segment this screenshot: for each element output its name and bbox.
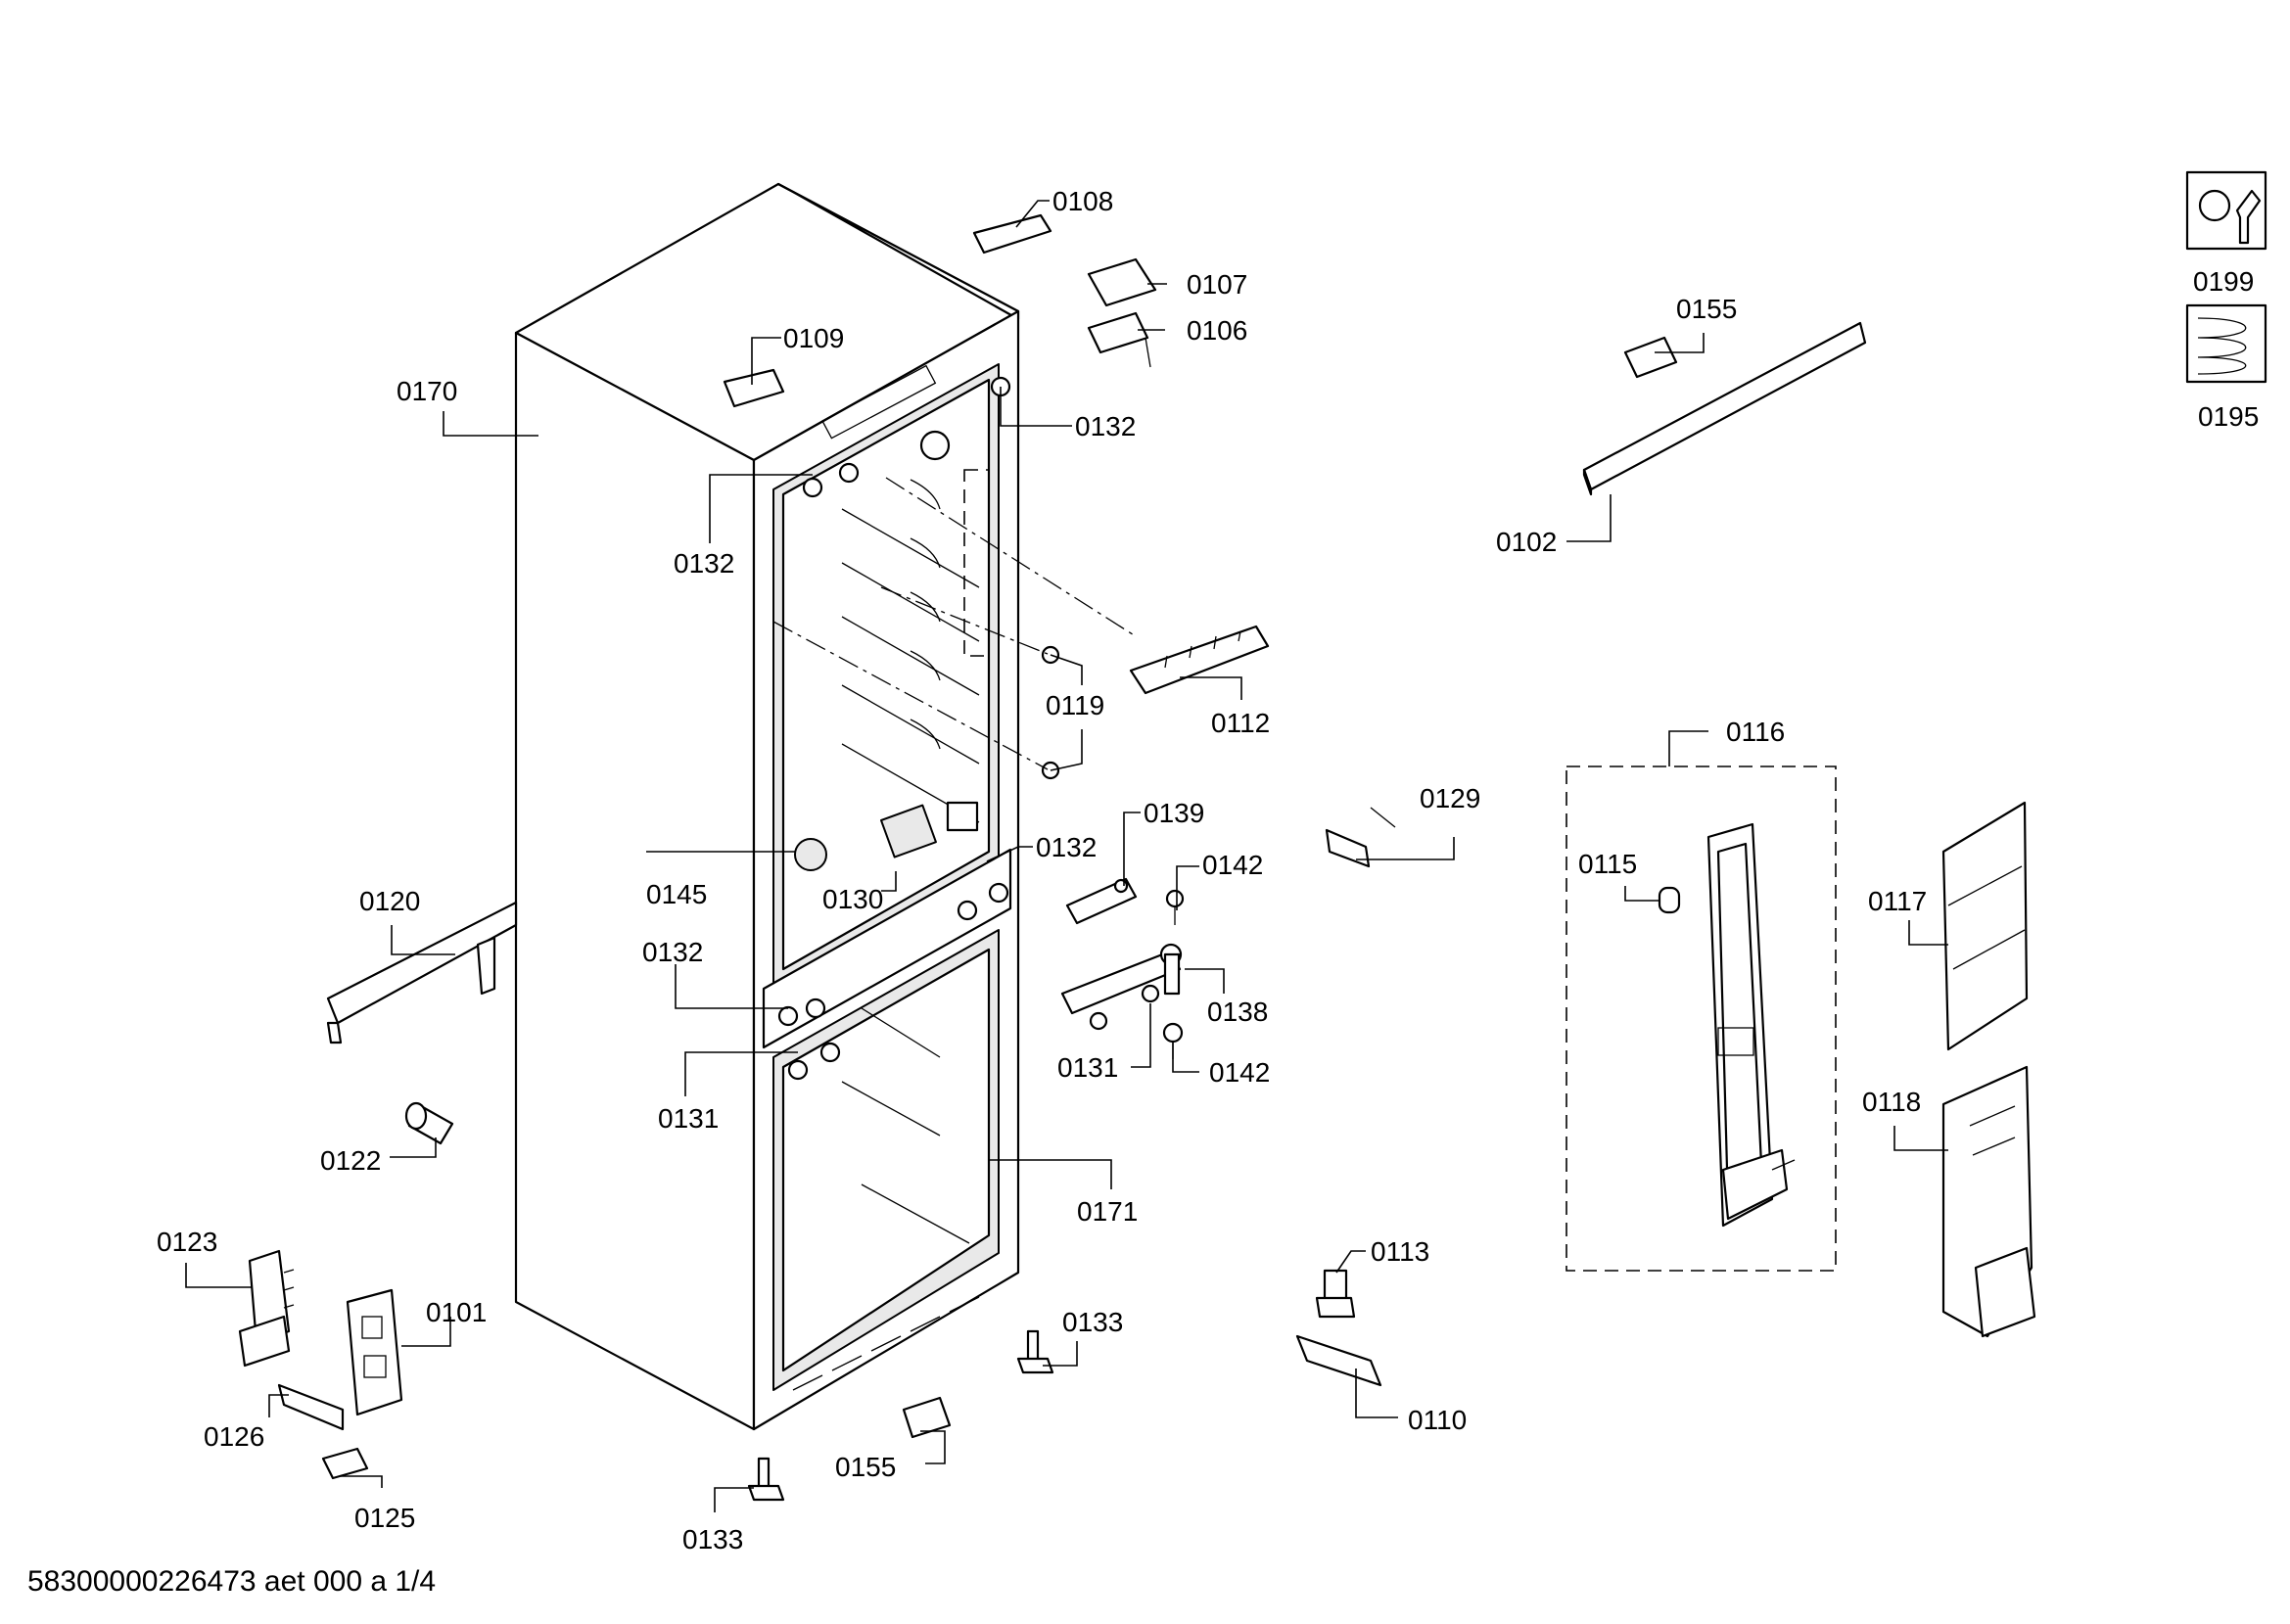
label-0129: 0129 — [1420, 783, 1480, 813]
label-0113: 0113 — [1371, 1236, 1429, 1267]
drawing-reference-footer: 58300000226473 aet 000 a 1/4 — [27, 1565, 436, 1598]
tools-icon — [2185, 170, 2267, 251]
label-0106: 0106 — [1187, 315, 1247, 346]
part-0155-top — [1623, 336, 1678, 379]
leader-lines — [185, 200, 1948, 1512]
label-0115: 0115 — [1578, 849, 1637, 879]
label-0112: 0112 — [1211, 708, 1270, 738]
label-0118: 0118 — [1862, 1087, 1921, 1117]
label-0108: 0108 — [1052, 186, 1113, 216]
part-0133-lower — [747, 1457, 785, 1502]
part-0123 — [238, 1249, 295, 1368]
part-0120 — [326, 901, 518, 1044]
label-0145: 0145 — [646, 879, 707, 909]
label-0107: 0107 — [1187, 269, 1247, 300]
part-0108 — [972, 213, 1052, 255]
refrigerator-cabinet — [514, 182, 1020, 1431]
label-0130: 0130 — [822, 884, 883, 914]
cooling-coil-icon — [2185, 303, 2267, 384]
part-0107 — [1087, 257, 1157, 307]
part-0129 — [1325, 807, 1396, 868]
part-0113 — [1315, 1269, 1356, 1319]
part-0125 — [321, 1447, 369, 1480]
label-0155-top: 0155 — [1676, 294, 1737, 324]
label-0116: 0116 — [1726, 717, 1785, 747]
part-0117 — [1941, 801, 2029, 1051]
label-0132-mid-left: 0132 — [642, 937, 703, 967]
part-0109 — [723, 368, 785, 408]
label-0132-mid-right: 0132 — [1036, 832, 1097, 862]
part-0110 — [1295, 1334, 1382, 1387]
label-0138: 0138 — [1207, 997, 1268, 1027]
label-0139: 0139 — [1144, 798, 1204, 828]
label-0142-upper: 0142 — [1202, 850, 1263, 880]
label-0131-left: 0131 — [658, 1103, 719, 1134]
label-0132-left-upper: 0132 — [674, 548, 734, 579]
label-0131-right: 0131 — [1057, 1052, 1118, 1083]
part-0155-bottom — [902, 1396, 952, 1439]
label-0171: 0171 — [1077, 1196, 1138, 1227]
part-0126 — [277, 1383, 345, 1431]
part-0131-right — [1089, 984, 1160, 1031]
label-0123: 0123 — [157, 1227, 217, 1257]
label-0102: 0102 — [1496, 527, 1557, 557]
label-0133-upper: 0133 — [1062, 1307, 1123, 1337]
label-0126: 0126 — [204, 1421, 264, 1452]
label-0125: 0125 — [354, 1503, 415, 1533]
part-0102 — [1582, 321, 1867, 496]
label-0119: 0119 — [1046, 690, 1104, 720]
part-0122 — [404, 1101, 454, 1145]
part-0106 — [1087, 311, 1151, 368]
label-0195: 0195 — [2198, 401, 2259, 432]
label-0120: 0120 — [359, 886, 420, 916]
part-0118 — [1941, 1065, 2036, 1338]
part-0101 — [346, 1288, 403, 1416]
part-0138 — [1060, 943, 1183, 1015]
part-0142-upper — [1165, 889, 1185, 925]
label-0133-lower: 0133 — [682, 1524, 743, 1554]
label-0117: 0117 — [1868, 886, 1927, 916]
part-0133-upper — [1016, 1329, 1054, 1374]
label-0101: 0101 — [426, 1297, 487, 1327]
part-0139 — [1065, 877, 1138, 925]
part-labels: 0108 0107 0106 0109 0170 0132 0132 0119 … — [27, 186, 2259, 1598]
part-0115 — [1658, 886, 1681, 914]
label-0170: 0170 — [397, 376, 457, 406]
label-0109: 0109 — [783, 323, 844, 353]
assembly-lines — [772, 477, 1137, 770]
label-0142-lower: 0142 — [1209, 1057, 1270, 1088]
label-0199: 0199 — [2193, 266, 2254, 297]
hinge-caps — [777, 376, 1011, 1081]
label-0122: 0122 — [320, 1145, 381, 1176]
label-0155-bottom: 0155 — [835, 1452, 896, 1482]
assembly-0116 — [1566, 766, 1837, 1272]
label-0132-top: 0132 — [1075, 411, 1136, 441]
label-0110: 0110 — [1408, 1405, 1467, 1435]
part-0112 — [1129, 625, 1270, 695]
